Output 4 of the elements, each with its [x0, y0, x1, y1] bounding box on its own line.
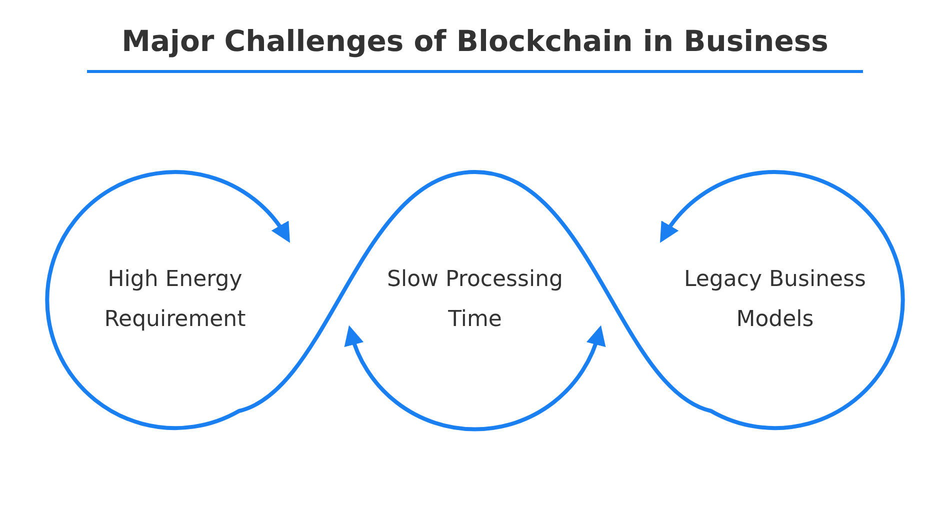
- title: Major Challenges of Blockchain in Business: [87, 24, 863, 73]
- challenge-label: High Energy Requirement: [65, 260, 285, 340]
- challenge-label: Legacy Business Models: [665, 260, 885, 340]
- challenge-label: Slow Processing Time: [365, 260, 585, 340]
